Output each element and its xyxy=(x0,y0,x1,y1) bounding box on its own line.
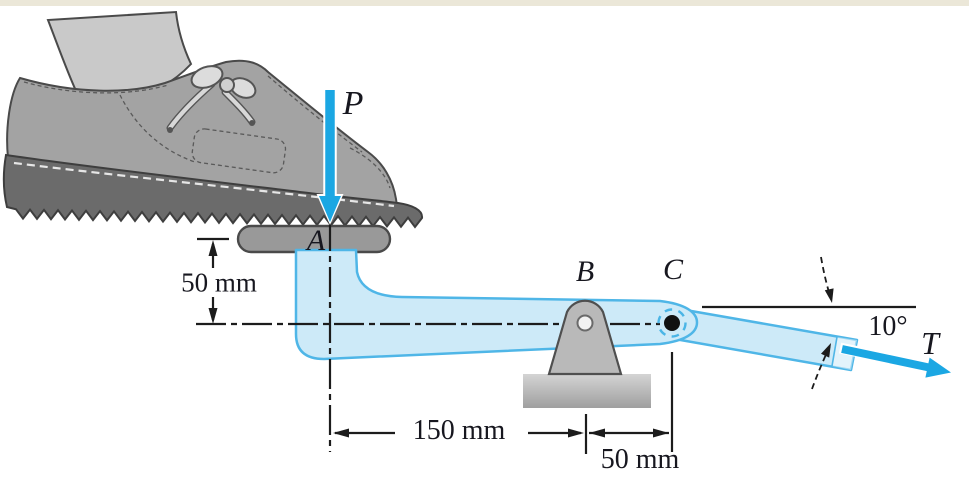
angle-reference xyxy=(702,256,916,390)
label-force-p: P xyxy=(342,85,364,122)
pin-c xyxy=(657,308,687,338)
label-angle-10deg: 10° xyxy=(868,311,908,342)
force-p-arrow xyxy=(316,88,344,225)
dim50b-arrowhead-right xyxy=(653,428,669,438)
dimension-span-ab xyxy=(333,414,588,454)
shoe-laces xyxy=(166,65,257,133)
label-point-b: B xyxy=(575,255,595,288)
dim150-arrowhead-right xyxy=(568,428,584,438)
pivot-support-b xyxy=(523,299,651,408)
label-tension-t: T xyxy=(921,325,939,361)
label-point-a: A xyxy=(306,224,326,257)
shoe-illustration xyxy=(2,10,424,229)
link-c-sleeve-edge xyxy=(831,336,838,367)
label-point-c: C xyxy=(662,253,684,286)
pivot-base-block xyxy=(523,374,651,408)
dimension-pad-height xyxy=(197,237,229,324)
dim150-arrowhead-left xyxy=(333,428,349,438)
pivot-bracket xyxy=(547,299,623,376)
tension-t-arrow xyxy=(838,342,954,382)
force-p-head xyxy=(319,196,341,222)
label-dim-span-ab: 150 mm xyxy=(412,415,506,446)
lace-aglet-left xyxy=(167,127,173,133)
dim-arrowhead-down xyxy=(208,308,218,324)
lace-knot xyxy=(219,77,235,93)
angle-leader-upper xyxy=(820,256,832,300)
angle-leader-lower-arrowhead xyxy=(821,343,831,358)
lace-cross xyxy=(222,89,255,125)
page-top-rule xyxy=(0,0,969,6)
label-dim-span-bc: 50 mm xyxy=(600,444,680,475)
quarter-panel-seam xyxy=(191,128,287,174)
dim50b-arrowhead-left xyxy=(589,428,605,438)
pivot-hole-b xyxy=(576,314,594,332)
toe-cap-seam xyxy=(349,147,391,189)
lace-bow-loop-left xyxy=(190,65,224,89)
pin-c-dot xyxy=(664,315,680,331)
dimension-span-bc xyxy=(589,352,674,452)
lace-aglet-right xyxy=(249,120,255,126)
dim-arrowhead-up xyxy=(208,240,218,256)
heel-seam xyxy=(119,94,196,163)
angle-leader-upper-arrowhead xyxy=(824,288,834,303)
tension-t-head xyxy=(925,357,951,378)
label-dim-pad-height: 50 mm xyxy=(181,267,257,298)
collar-stitch xyxy=(23,81,169,94)
instep-stitch xyxy=(267,75,363,153)
tension-t-shaft xyxy=(841,345,930,372)
pedal-arm xyxy=(294,248,699,361)
pin-c-dashed-circle xyxy=(657,308,687,338)
